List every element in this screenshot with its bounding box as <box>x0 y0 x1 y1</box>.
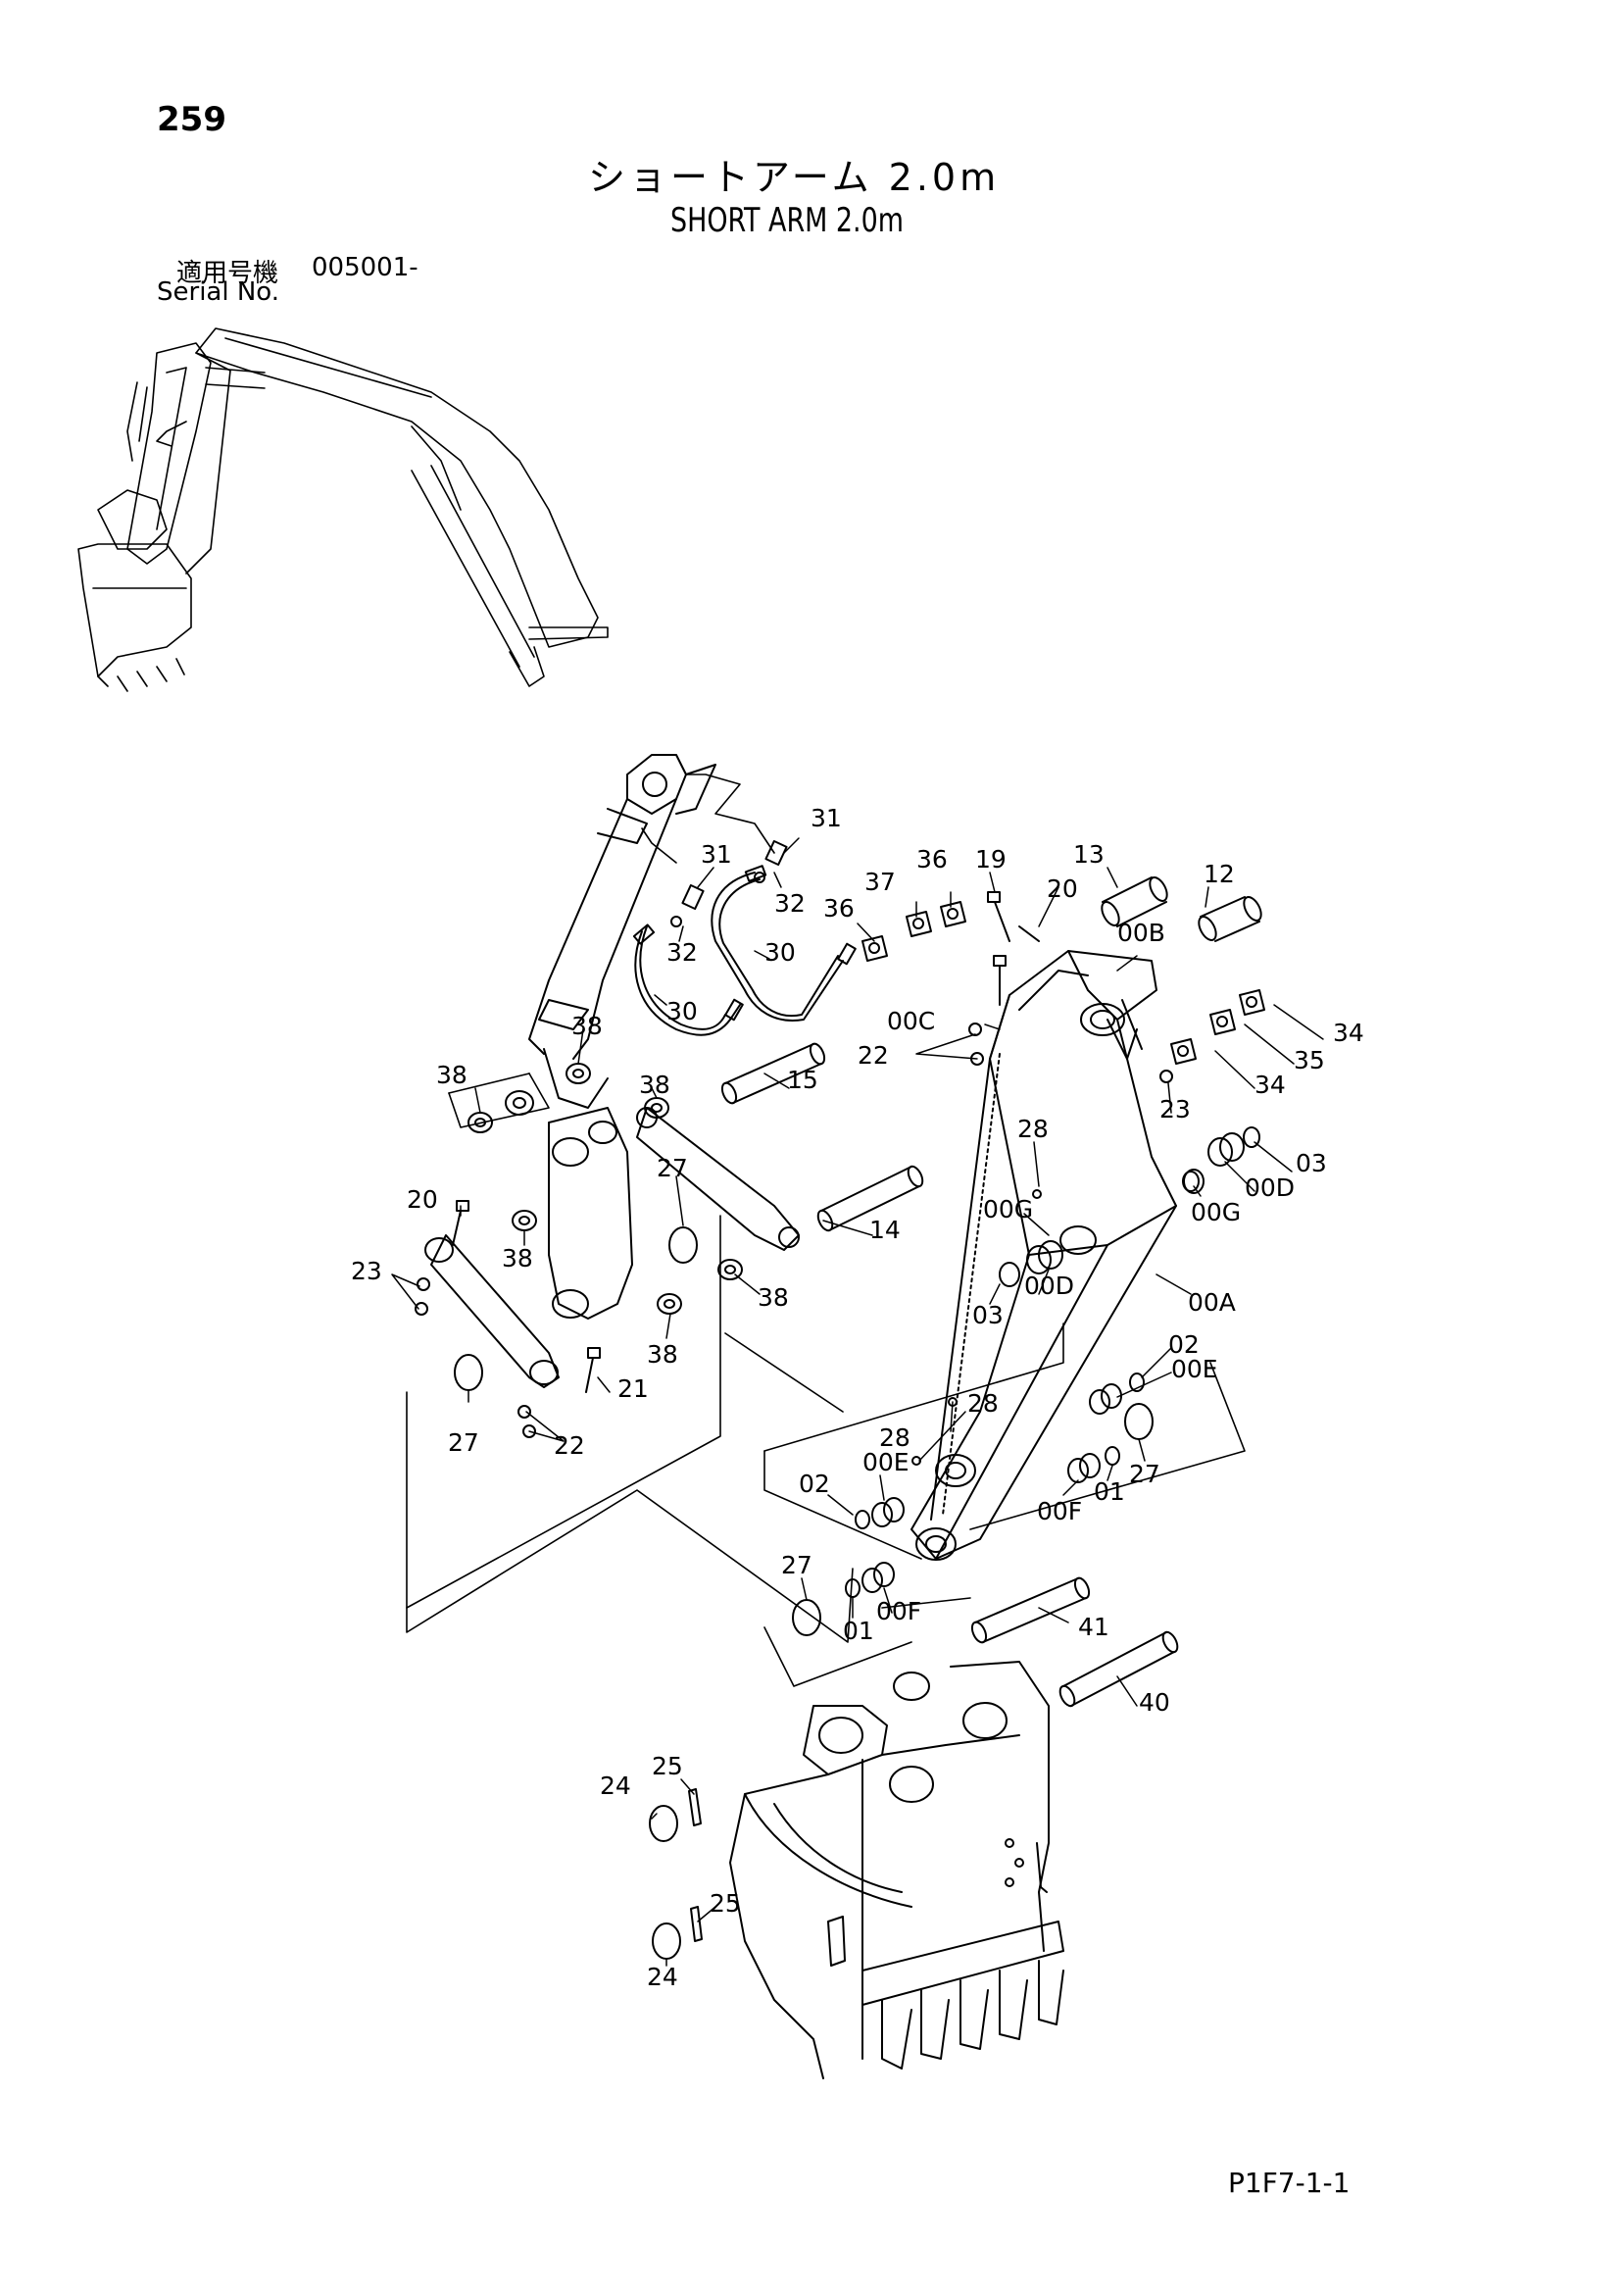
bushings-and-seals <box>845 1126 1260 1598</box>
leader-lines <box>391 837 1324 1967</box>
callout-38f: 38 <box>647 1340 678 1369</box>
callout-30b: 30 <box>666 997 698 1025</box>
boom-tip <box>528 754 716 1109</box>
callout-00B: 00B <box>1117 919 1165 947</box>
callout-20b: 20 <box>407 1185 438 1214</box>
callout-40: 40 <box>1139 1688 1170 1717</box>
hose-assemblies <box>632 865 857 1036</box>
callout-32b: 32 <box>666 938 698 967</box>
bucket <box>729 1661 1064 2079</box>
callout-00Fb: 00F <box>876 1597 921 1625</box>
pins <box>720 876 1262 1708</box>
callout-34b: 34 <box>1254 1071 1286 1099</box>
callout-24a: 24 <box>600 1772 631 1800</box>
callout-25b: 25 <box>710 1889 741 1918</box>
arm-body <box>910 950 1177 1561</box>
callout-00Db: 00D <box>1024 1272 1074 1300</box>
serial-label-english: Serial No. <box>157 277 279 307</box>
serial-value: 005001- <box>312 253 418 282</box>
callout-00C: 00C <box>887 1007 935 1035</box>
serial-label-japanese: 適用号機 <box>176 259 279 288</box>
callout-31b: 31 <box>701 840 732 869</box>
callout-01a: 01 <box>1094 1477 1125 1506</box>
callout-14: 14 <box>869 1216 901 1244</box>
callout-31a: 31 <box>811 804 842 832</box>
callout-28a: 28 <box>1017 1115 1049 1143</box>
callout-38d: 38 <box>502 1244 533 1273</box>
callout-35: 35 <box>1294 1046 1325 1074</box>
callout-41: 41 <box>1078 1613 1109 1641</box>
callout-22b: 22 <box>554 1431 585 1460</box>
callout-34a: 34 <box>1333 1019 1364 1047</box>
callout-32a: 32 <box>774 889 806 918</box>
callout-12: 12 <box>1204 860 1235 888</box>
callout-27a: 27 <box>657 1154 688 1182</box>
callout-28b: 28 <box>967 1389 999 1418</box>
callout-labels: 31 31 32 32 30 30 36 36 37 19 13 12 20 00B 00C 22 34 35 34… <box>351 804 1364 1991</box>
callout-20a: 20 <box>1047 874 1078 903</box>
callout-36b: 36 <box>916 845 948 873</box>
callout-27d: 27 <box>781 1551 812 1579</box>
callout-01b: 01 <box>843 1617 874 1645</box>
callout-38b: 38 <box>571 1012 603 1040</box>
page-number: 259 <box>157 100 226 139</box>
callout-00Gb: 00G <box>983 1195 1033 1223</box>
callout-21: 21 <box>617 1374 649 1403</box>
figure-code: P1F7-1-1 <box>1228 2167 1351 2199</box>
callout-02b: 02 <box>799 1470 830 1498</box>
callout-24b: 24 <box>647 1963 678 1991</box>
callout-38a: 38 <box>436 1061 467 1089</box>
bucket-pin-retainers <box>649 1788 703 1960</box>
callout-27b: 27 <box>448 1428 479 1457</box>
callout-00Da: 00D <box>1245 1173 1295 1202</box>
callout-27c: 27 <box>1129 1460 1160 1488</box>
title-japanese: ショートアーム 2.0m <box>588 156 1001 199</box>
callout-19: 19 <box>975 845 1007 873</box>
callout-23b: 23 <box>351 1257 382 1285</box>
callout-03b: 03 <box>972 1301 1004 1329</box>
assembly-guide-lines <box>406 774 1246 1687</box>
callout-00Ea: 00E <box>1171 1355 1218 1383</box>
overview-machine-sketch <box>77 327 609 692</box>
title-english: SHORT ARM 2.0m <box>670 201 904 240</box>
callout-30a: 30 <box>764 938 796 967</box>
callout-23a: 23 <box>1159 1095 1191 1123</box>
callout-28c: 28 <box>879 1423 910 1452</box>
hose-fittings <box>670 839 788 927</box>
callout-25a: 25 <box>652 1752 683 1780</box>
callout-02a: 02 <box>1168 1330 1200 1359</box>
callout-38c: 38 <box>639 1071 670 1099</box>
callout-13: 13 <box>1073 840 1105 869</box>
callout-03a: 03 <box>1296 1149 1327 1177</box>
callout-00Ga: 00G <box>1191 1198 1241 1226</box>
callout-38e: 38 <box>758 1283 789 1312</box>
callout-37: 37 <box>864 868 896 896</box>
callout-00Eb: 00E <box>862 1448 910 1476</box>
callout-00Fa: 00F <box>1037 1497 1082 1525</box>
callout-00A: 00A <box>1188 1288 1236 1317</box>
callout-36a: 36 <box>823 894 855 923</box>
callout-15: 15 <box>787 1066 818 1094</box>
callout-22a: 22 <box>858 1041 889 1070</box>
